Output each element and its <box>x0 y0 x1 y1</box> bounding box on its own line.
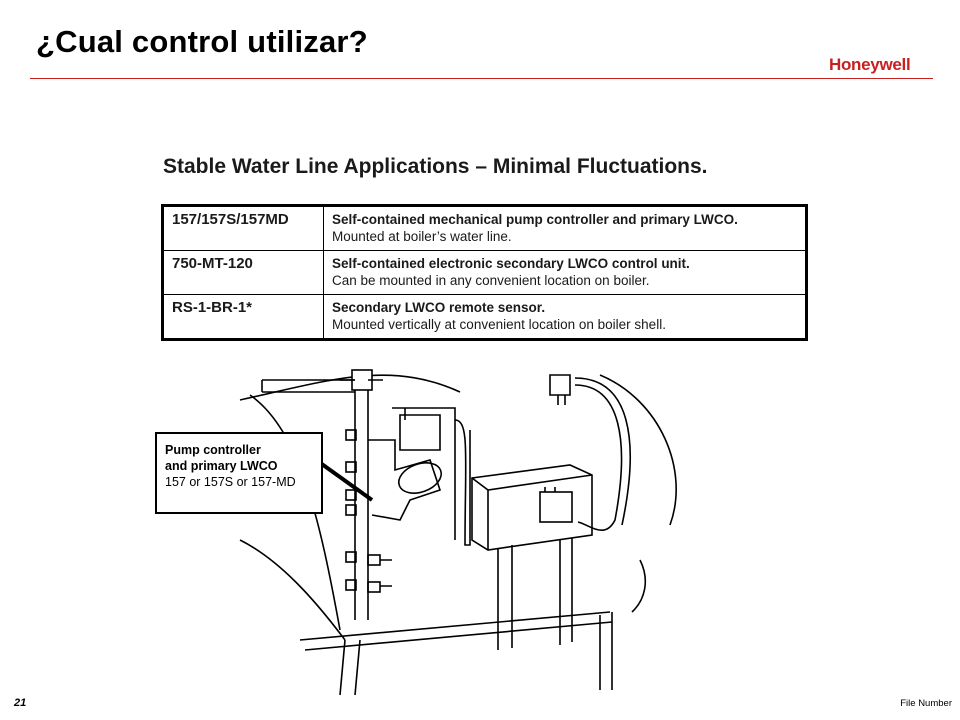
pipe-fittings <box>345 429 392 593</box>
description-cell: Self-contained electronic secondary LWCO… <box>323 250 807 295</box>
pump-controller <box>368 407 456 540</box>
description-title: Secondary LWCO remote sensor. <box>332 300 546 315</box>
description-detail: Mounted vertically at convenient locatio… <box>332 317 666 332</box>
description-detail: Can be mounted in any convenient locatio… <box>332 273 650 288</box>
description-cell: Self-contained mechanical pump controlle… <box>323 205 807 251</box>
description-cell: Secondary LWCO remote sensor. Mounted ve… <box>323 294 807 340</box>
description-detail: Mounted at boiler’s water line. <box>332 229 512 244</box>
title-divider <box>30 78 933 79</box>
honeywell-logo: Honeywell <box>829 55 911 74</box>
file-number: File Number <box>900 698 952 709</box>
table-row: RS-1-BR-1* Secondary LWCO remote sensor.… <box>162 294 807 340</box>
control-model-table: 157/157S/157MD Self-contained mechanical… <box>161 204 808 341</box>
section-heading: Stable Water Line Applications – Minimal… <box>163 155 708 178</box>
model-cell: 157/157S/157MD <box>162 205 324 251</box>
callout-title-line2: and primary LWCO <box>165 459 278 473</box>
boiler-installation-diagram <box>239 369 677 696</box>
page-number: 21 <box>14 697 27 709</box>
boiler-stand <box>299 538 613 696</box>
description-title: Self-contained mechanical pump controlle… <box>332 212 738 227</box>
lwco-control-box <box>471 464 593 551</box>
remote-sensor <box>549 374 631 532</box>
table-row: 157/157S/157MD Self-contained mechanical… <box>162 205 807 251</box>
description-title: Self-contained electronic secondary LWCO… <box>332 256 690 271</box>
slide-title: ¿Cual control utilizar? <box>36 24 368 59</box>
model-cell: RS-1-BR-1* <box>162 294 324 340</box>
callout-models: 157 or 157S or 157-MD <box>165 475 296 489</box>
model-cell: 750-MT-120 <box>162 250 324 295</box>
table-row: 750-MT-120 Self-contained electronic sec… <box>162 250 807 295</box>
pump-controller-callout: Pump controller and primary LWCO 157 or … <box>155 432 323 514</box>
callout-title-line1: Pump controller <box>165 443 261 457</box>
